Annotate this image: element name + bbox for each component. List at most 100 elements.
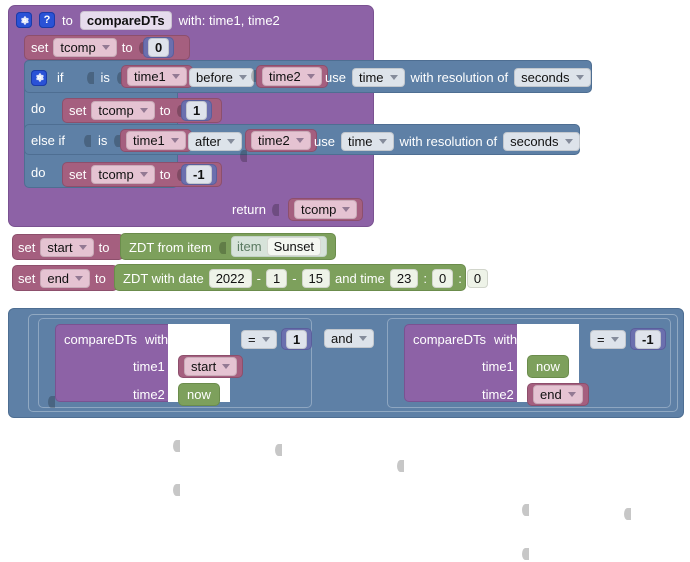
call-with-label: with: [144,331,172,347]
use-dropdown[interactable]: time [351,68,405,87]
time2-variable-block[interactable]: time2 [256,65,328,88]
variable-dropdown-time2[interactable]: time2 [251,131,311,150]
variable-dropdown-start[interactable]: start [184,357,238,376]
use-value: time [347,134,373,149]
variable-name: time1 [133,133,165,148]
to-label: to [98,240,110,255]
operator-dropdown[interactable]: = [590,330,626,349]
return-row: return [232,200,280,219]
zdt-with-date-label: ZDT with date [123,271,204,286]
join-operator-value: and [331,331,353,346]
do-label: do [31,101,46,116]
elseif-time2-variable-block[interactable]: time2 [245,129,317,152]
call-2-arg2-value-block[interactable]: end [527,383,589,406]
call-2-arg1-value-block[interactable]: now [527,355,569,378]
operator-value: before [196,70,233,85]
comparison-operator-after[interactable]: after [188,132,243,151]
comparison-operator-before[interactable]: before [189,68,254,87]
to-label: to [121,40,133,55]
use-label: use [325,70,346,85]
call-2-arg-label-time2: time2 [482,387,514,402]
and-dropdown[interactable]: and [324,329,374,348]
comparison-1-operator[interactable]: = [241,330,277,349]
comparison-1-operand-socket [274,442,283,458]
call-2-name-row: compareDTs with: [413,330,521,348]
time-colon-1: : [423,271,427,286]
date-separator-2: - [292,271,297,286]
question-mark-icon[interactable]: ? [39,12,55,28]
variable-name: time2 [269,69,301,84]
logic-join-operator[interactable]: and [324,329,374,348]
item-block[interactable]: item Sunset [231,236,328,257]
is-label: is [97,133,108,148]
call-1-arg1-socket [172,438,181,454]
else-do-label: do [31,165,46,180]
number-field[interactable]: 1 [186,101,208,120]
variable-dropdown-tcomp[interactable]: tcomp [294,200,358,219]
number-block-1[interactable]: 1 [181,100,213,121]
variable-dropdown-tcomp[interactable]: tcomp [53,38,117,57]
if-row: if is [31,68,125,87]
variable-dropdown-time2[interactable]: time2 [262,67,322,86]
set-start-row: set start to [18,238,109,257]
comparison-2-operator[interactable]: = [590,330,626,349]
operator-dropdown[interactable]: before [189,68,254,87]
number-block-0[interactable]: 0 [143,37,175,58]
number-block-minus1[interactable]: -1 [181,164,217,185]
number-field[interactable]: -1 [635,329,661,349]
operator-value: after [195,134,222,149]
number-field[interactable]: 0 [148,38,170,57]
operator-dropdown[interactable]: = [241,330,277,349]
return-value-block[interactable]: tcomp [288,198,364,221]
operator-value: = [597,332,605,347]
operator-dropdown[interactable]: after [188,132,243,151]
resolution-dropdown[interactable]: seconds [503,132,580,151]
resolution-dropdown[interactable]: seconds [514,68,591,87]
return-label: return [232,202,266,217]
variable-dropdown-tcomp[interactable]: tcomp [91,101,155,120]
time-colon-2: : [458,271,462,286]
use-dropdown[interactable]: time [340,132,394,151]
variable-dropdown-end[interactable]: end [40,269,91,288]
variable-dropdown-time1[interactable]: time1 [127,67,187,86]
procedure-name-field[interactable]: compareDTs [79,10,172,30]
hour-field[interactable]: 23 [389,269,419,288]
year-field[interactable]: 2022 [208,269,252,288]
minute-field[interactable]: 0 [431,269,454,288]
gear-icon[interactable] [31,69,47,86]
to-label: to [95,271,106,286]
variable-name: time2 [258,133,290,148]
set-tcomp-minus1-row: set tcomp to [69,165,185,184]
variable-dropdown-end[interactable]: end [533,385,583,404]
elseif-time1-variable-block[interactable]: time1 [120,129,192,152]
time1-variable-block[interactable]: time1 [121,65,193,88]
variable-dropdown-tcomp[interactable]: tcomp [91,165,155,184]
right-operand-socket [250,68,259,84]
call-1-name-row: compareDTs with: [64,330,172,348]
variable-dropdown-start[interactable]: start [40,238,94,257]
value-socket [176,103,185,119]
day-field[interactable]: 15 [301,269,330,288]
left-operand-socket [113,133,122,149]
call-1-arg2-value-block[interactable]: now [178,383,220,406]
variable-name: tcomp [98,167,134,182]
comparison-1-operand-block[interactable]: 1 [281,328,313,350]
comparison-1-socket [47,394,56,410]
variable-dropdown-time1[interactable]: time1 [126,131,186,150]
resolution-label: with resolution of [410,70,509,85]
call-procedure-name: compareDTs [64,331,137,347]
comparison-2-operand-block[interactable]: -1 [630,328,666,350]
gear-icon[interactable] [16,12,32,28]
else-if-label: else if [31,133,65,148]
call-1-arg1-value-block[interactable]: start [178,355,244,378]
month-field[interactable]: 1 [265,269,288,288]
call-1-arg2-socket [172,482,181,498]
second-field[interactable]: 0 [466,269,489,288]
number-field[interactable]: 1 [286,329,308,349]
call-with-label: with: [493,331,521,347]
item-name-field[interactable]: Sunset [266,237,322,256]
resolution-value: seconds [510,134,559,149]
number-field[interactable]: -1 [186,165,212,184]
if-condition-socket [86,70,95,86]
if-resolution-row: use time with resolution of seconds [325,68,591,87]
